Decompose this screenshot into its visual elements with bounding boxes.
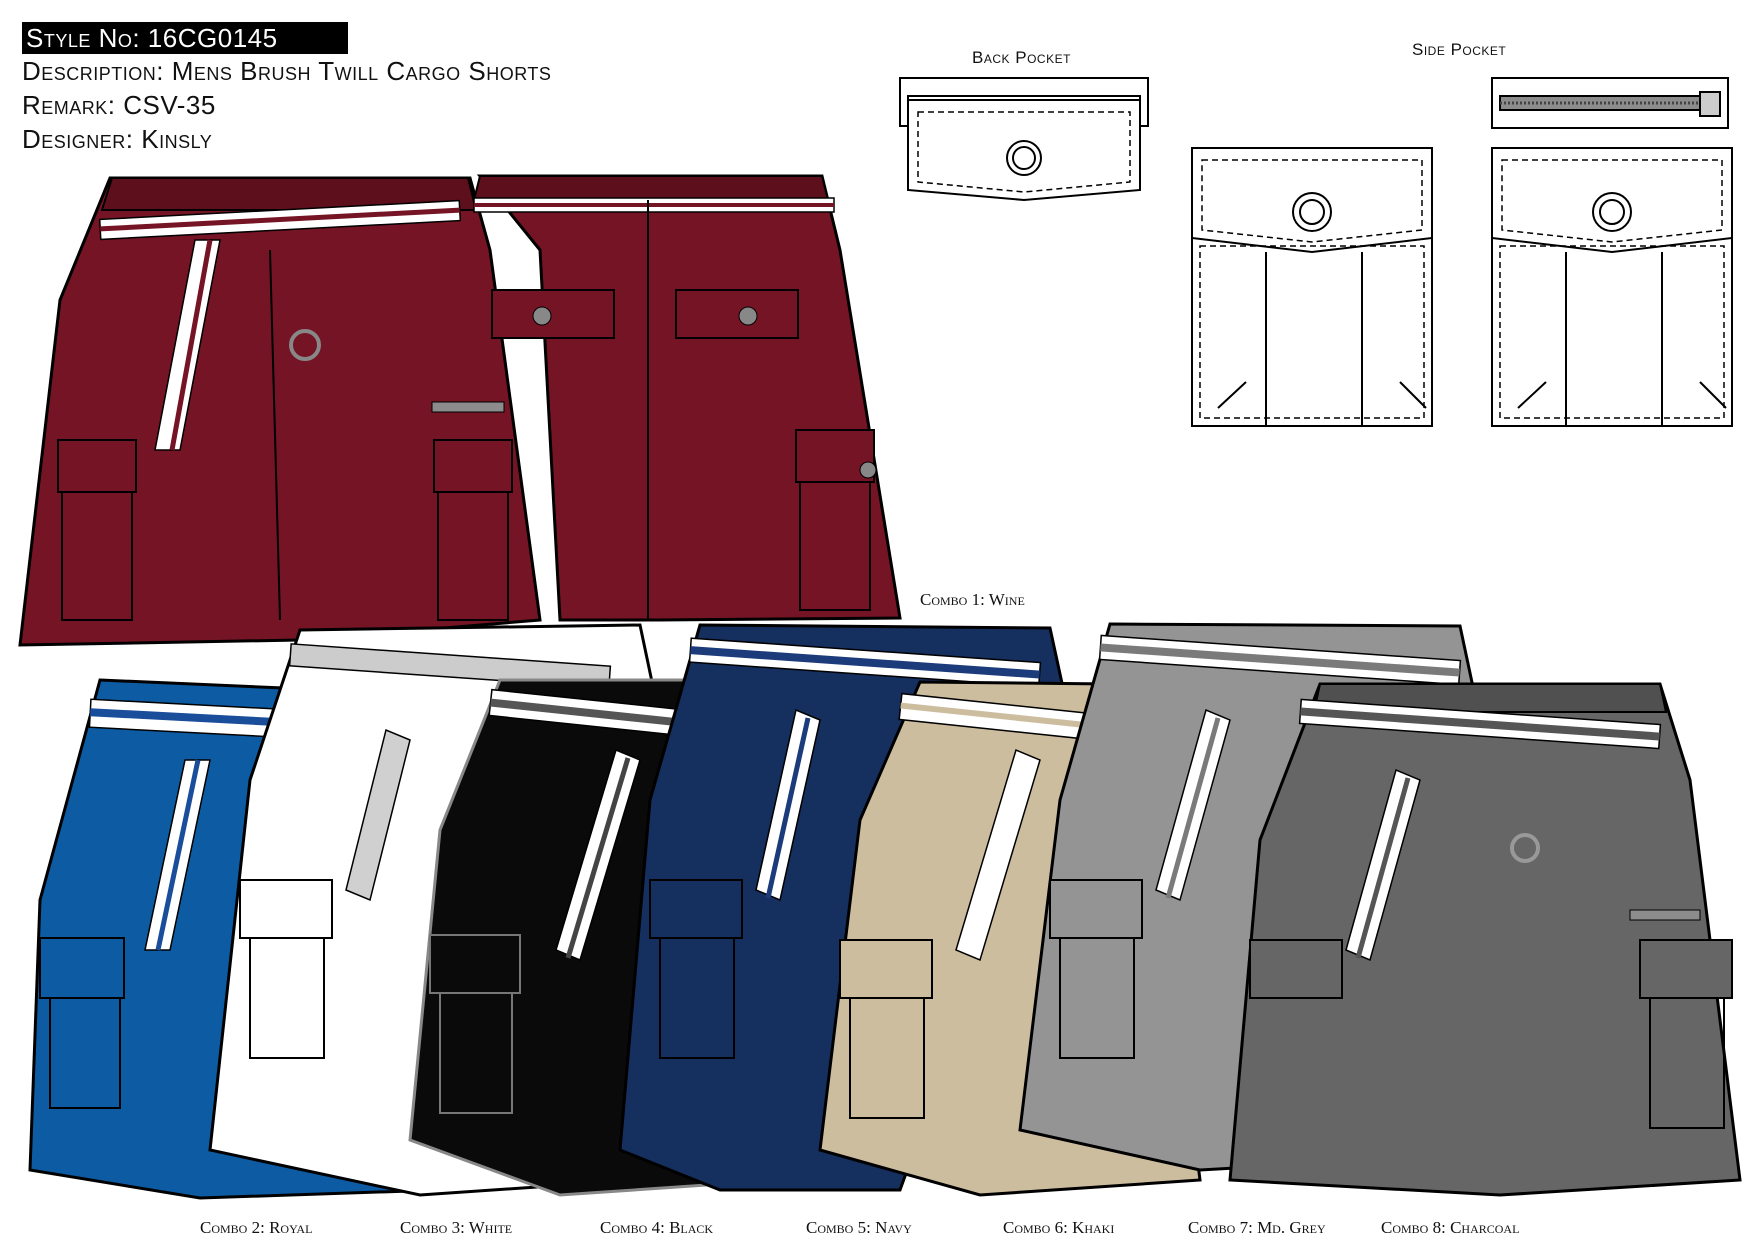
combo-1-back-view <box>472 174 902 622</box>
combo-2-label: Combo 2: Royal <box>200 1218 313 1237</box>
combo-1-label: Combo 1: Wine <box>920 590 1025 609</box>
combo-1-back-body <box>476 174 902 622</box>
combo-7-label: Combo 7: Md. Grey <box>1188 1218 1326 1237</box>
combo-4-label: Combo 4: Black <box>600 1218 714 1237</box>
back-pocket-label: Back Pocket <box>972 48 1071 67</box>
combo-3-label: Combo 3: White <box>400 1218 513 1237</box>
combo-8-charcoal-view <box>1228 682 1742 1197</box>
combo-6-label: Combo 6: Khaki <box>1003 1218 1115 1237</box>
side-pocket-detail-zipper <box>1491 77 1733 427</box>
combo-8-label: Combo 8: Charcoal <box>1381 1218 1520 1237</box>
spec-header: Style No: 16CG0145 Description: Mens Bru… <box>22 22 702 156</box>
side-pocket-label: Side Pocket <box>1412 40 1507 59</box>
side-pocket-detail-flap <box>1191 147 1433 427</box>
style-number: Style No: 16CG0145 <box>22 22 348 54</box>
back-pocket-detail <box>899 77 1149 202</box>
combo-1-front-view <box>18 176 542 647</box>
remark-line: Remark: CSV-35 <box>22 90 216 120</box>
designer-line: Designer: Kinsly <box>22 124 213 154</box>
combo-5-label: Combo 5: Navy <box>806 1218 912 1237</box>
description-line: Description: Mens Brush Twill Cargo Shor… <box>22 56 552 86</box>
